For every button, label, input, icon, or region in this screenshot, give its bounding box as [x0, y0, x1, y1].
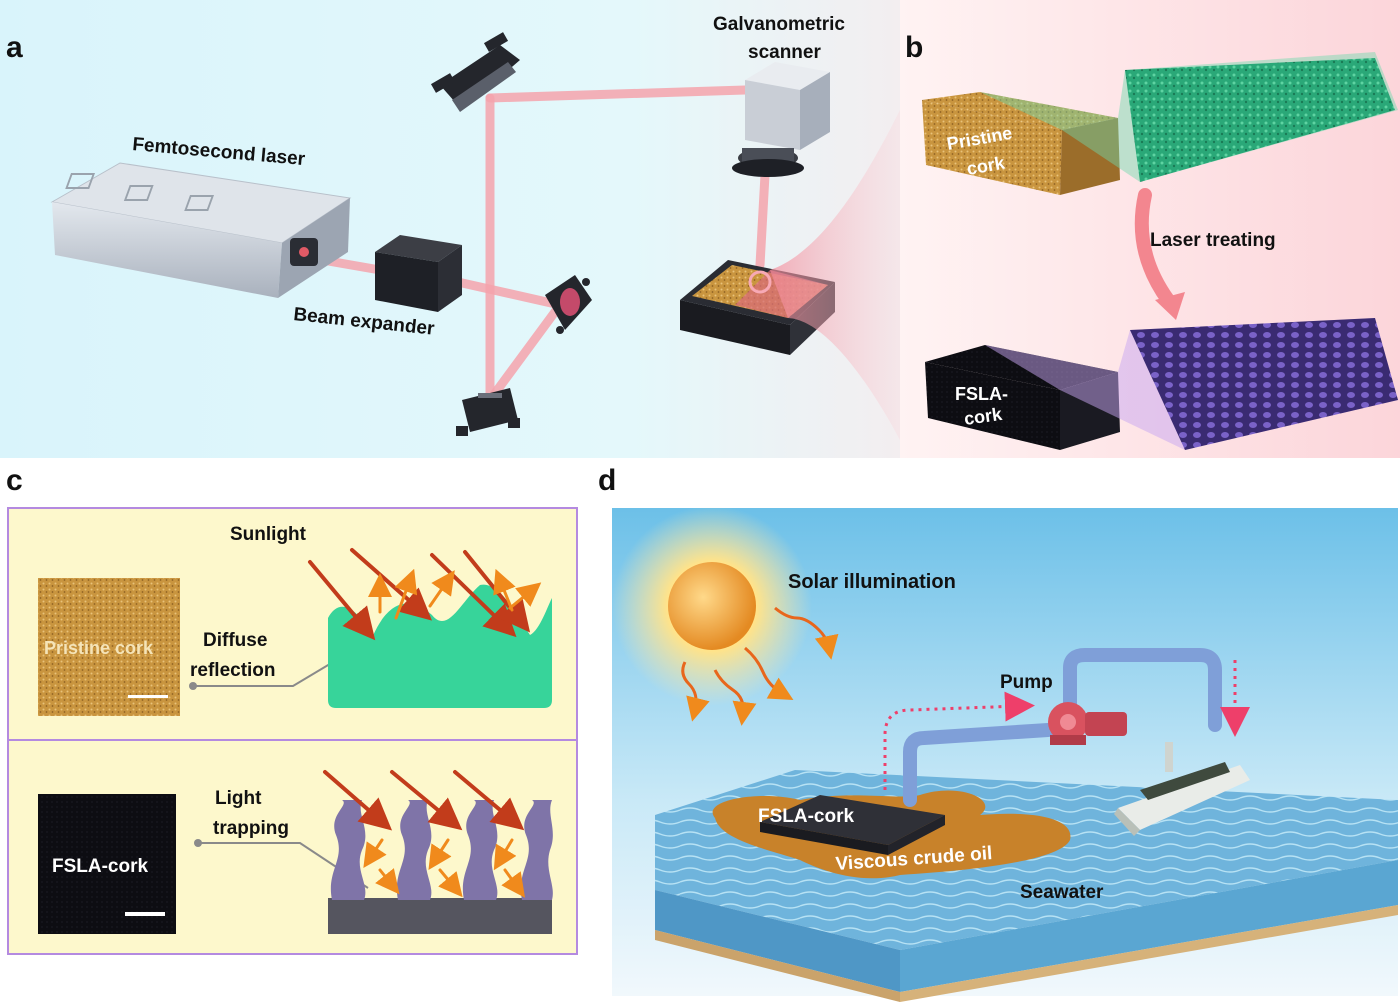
fsla-cork-slab — [925, 318, 1398, 450]
flow-arrows — [883, 660, 1250, 790]
beam-expander — [375, 235, 462, 312]
diffuse-leader-dot — [189, 682, 197, 690]
sun — [668, 562, 756, 650]
diffuse-label-line2: reflection — [190, 660, 276, 681]
panel-c: c Pristine cork Sunlight Diffuse reflect… — [6, 464, 578, 955]
fsla-cork-label: FSLA-cork — [758, 806, 855, 827]
panel-b: b Pristine cork Laser treating FSLA- cor… — [900, 0, 1400, 458]
seawater-label: Seawater — [1020, 882, 1104, 903]
pipe-system — [903, 648, 1222, 807]
scale-bar-bottom — [125, 912, 165, 916]
fsla-substrate — [328, 898, 552, 934]
scale-bar-top — [128, 695, 168, 698]
panel-c-letter: c — [6, 464, 23, 497]
treating-label: Laser treating — [1150, 230, 1276, 251]
light-label-line1: Light — [215, 788, 262, 809]
fsla-label-line1: FSLA- — [955, 384, 1008, 404]
fsla-cork-sponge — [760, 795, 945, 855]
panel-a-letter: a — [6, 31, 23, 64]
fsla-pillars — [330, 800, 553, 900]
galvanometric-scanner — [732, 62, 830, 177]
laser-treating-arrowhead — [1155, 292, 1185, 320]
pristine-cork-slab — [922, 52, 1398, 195]
mirror-mount-bottom — [456, 388, 520, 436]
pump — [1048, 702, 1127, 745]
panel-d-letter: d — [598, 464, 616, 497]
galvo-label-line2: scanner — [748, 42, 821, 63]
trapped-rays-bottom — [363, 838, 526, 898]
panel-d: d Solar illumination FSLA-cork — [598, 464, 1398, 1002]
solar-label: Solar illumination — [788, 571, 956, 593]
solar-rays — [681, 606, 839, 726]
laser-treating-arrow — [1134, 188, 1175, 307]
pump-label: Pump — [1000, 672, 1053, 693]
fsla-cork-photo-label: FSLA-cork — [52, 856, 149, 877]
galvo-label-line1: Galvanometric — [713, 14, 845, 35]
panel-a: a Femtosecond laser Beam — [0, 0, 905, 458]
ship — [1114, 742, 1250, 836]
light-label-line2: trapping — [213, 818, 289, 839]
diffuse-label-line1: Diffuse — [203, 630, 267, 651]
magnification-cone — [770, 100, 905, 450]
fsla-cork-photo — [38, 794, 176, 934]
reflected-rays-top — [368, 568, 542, 620]
trapping-leader-dot — [194, 839, 202, 847]
panel-b-letter: b — [905, 31, 923, 64]
mirror-mount-middle — [545, 275, 592, 334]
mirror-mount-top — [430, 32, 520, 112]
pristine-cork-photo-label: Pristine cork — [44, 638, 154, 658]
femtosecond-laser-box — [50, 162, 352, 298]
incident-rays-bottom — [323, 770, 525, 831]
pristine-cork-photo — [38, 578, 180, 716]
sunlight-label: Sunlight — [230, 524, 307, 545]
